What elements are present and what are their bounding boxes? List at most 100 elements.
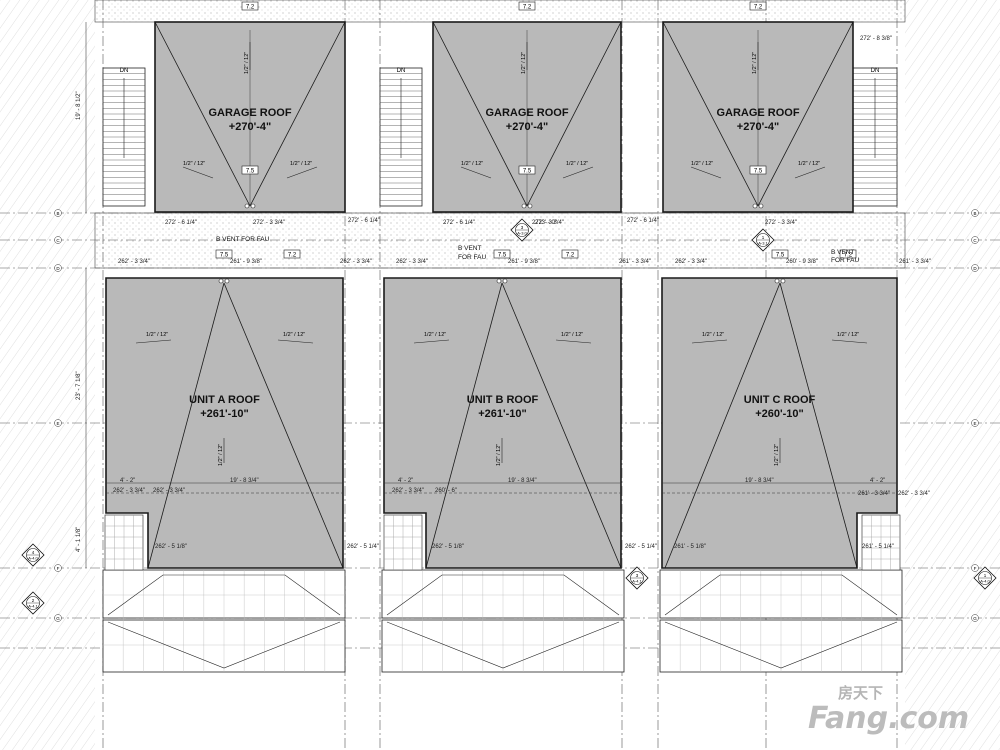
garage-roof-elevation: +270'-4": [737, 121, 779, 133]
unit-b-spot-bottom-right: 262' - 5 1/4": [625, 544, 657, 550]
unit-a-span: 19' - 8 3/4": [230, 478, 259, 484]
watermark-cn: 房天下: [838, 684, 883, 702]
unit-a-spot-top-left: 262' - 3 3/4": [118, 259, 150, 265]
garage-spot-low-3: 272' - 3 3/4": [765, 220, 797, 226]
unit-c-spot-bottom: 261' - 5 1/8": [674, 544, 706, 550]
tag-box: [241, 165, 259, 175]
stair-2: DN: [379, 67, 423, 207]
unit-roof-elevation: +261'-10": [200, 408, 249, 420]
section-number: 4: [32, 550, 35, 555]
unit-roof-name: UNIT C ROOF: [744, 394, 816, 406]
unit-b-spot-top-right: 261' - 3 3/4": [619, 259, 651, 265]
slope-label: 1/2" / 12": [702, 332, 724, 338]
tag-box: [518, 1, 536, 11]
section-sheet: A-4.0: [28, 556, 38, 561]
unit-ridge-right: [223, 282, 344, 569]
tag-7-2: 7.2: [754, 5, 763, 11]
deck-slope-lines: [664, 621, 898, 669]
garage-roof-elevation: +270'-4": [229, 121, 271, 133]
grid-bubble: [971, 209, 979, 217]
section-sheet: A-4.0: [980, 579, 990, 584]
vent-note-a: B VENT FOR FAU: [216, 236, 270, 243]
unit-c-span: 19' - 8 3/4": [745, 478, 774, 484]
garage-roof-1: GARAGE ROOF+270'-4"7.27.51/2" / 12"1/2" …: [154, 1, 346, 213]
section-mark-2: 1A-3.1: [751, 228, 775, 252]
deck-areas: [102, 514, 903, 673]
deck-slope-lines: [107, 574, 341, 616]
unit-c-spot-top-mid: 260' - 9 3/8": [786, 259, 818, 265]
slope-arrow: [831, 339, 868, 344]
drain-icon: [774, 278, 780, 284]
grid-bubble-label: F: [974, 566, 977, 571]
garage-roof-name: GARAGE ROOF: [208, 107, 291, 119]
slope-label: 1/2" / 12": [691, 161, 713, 167]
tag-box: [493, 249, 511, 259]
grid-bubble: [971, 264, 979, 272]
section-mark-4: 2A-4.1: [21, 591, 45, 615]
unit-c-spot-lower-right: 262' - 3 3/4": [898, 491, 930, 497]
tag-box: [749, 165, 767, 175]
unit-b-spot-lower-left: 262' - 3 3/4": [392, 488, 424, 494]
unit-a-spot-lower-left: 262' - 3 3/4": [113, 488, 145, 494]
grid-bubble: [971, 614, 979, 622]
section-sheet: A-3.1: [758, 241, 768, 246]
grid-bubble: [971, 236, 979, 244]
tag-box: [561, 249, 579, 259]
slope-arrow: [286, 166, 318, 179]
tag-7-5: 7.5: [246, 169, 255, 175]
deck-slope-lines: [386, 574, 620, 616]
garage-spot-corner-1: 272' - 6 1/4": [165, 220, 197, 226]
slope-label: 1/2" / 12": [424, 332, 446, 338]
unit-b-spot-lower-right: 260' - 6": [435, 488, 457, 494]
unit-a-spot-bottom: 262' - 5 1/8": [155, 544, 187, 550]
unit-ridge-right: [779, 282, 858, 569]
section-marks: 3A-3.01A-3.14A-4.02A-4.13A-4.11A-4.0: [21, 218, 997, 615]
unit-roof-elevation: +261'-10": [478, 408, 527, 420]
garage-roof-name: GARAGE ROOF: [716, 107, 799, 119]
tag-box: [518, 165, 536, 175]
tag-7-2: 7.2: [844, 253, 853, 259]
section-mark-1: 3A-3.0: [510, 218, 534, 242]
unit-a-spot-top-mid: 261' - 9 3/8": [230, 259, 262, 265]
slope-label: 1/2" / 12": [218, 444, 224, 466]
garage-ridge-right: [526, 21, 622, 207]
slope-label: 1/2" / 12": [561, 332, 583, 338]
unit-roof-name: UNIT A ROOF: [189, 394, 260, 406]
unit-a-spot-bottom-right: 262' - 5 1/4": [347, 544, 379, 550]
garage-spot-corner-2: 272' - 6 1/4": [348, 218, 380, 224]
spot-mid: 273' - 0": [535, 220, 557, 226]
garage-spot-low-2: 272' - 3 3/4": [532, 220, 564, 226]
garage-roof-3: GARAGE ROOF+270'-4"7.27.51/2" / 12"1/2" …: [662, 1, 854, 213]
unit-c-spot-top-right: 261' - 3 3/4": [899, 259, 931, 265]
drain-icon: [502, 278, 508, 284]
grid-bubble: [971, 419, 979, 427]
tag-7-2: 7.2: [523, 5, 532, 11]
slope-label: 1/2" / 12": [496, 444, 502, 466]
garage-roof-elevation: +270'-4": [506, 121, 548, 133]
grid-bubble-label: E: [973, 421, 976, 426]
grid-bubble: [54, 419, 62, 427]
unit-roof-name: UNIT B ROOF: [467, 394, 539, 406]
drain-icon: [780, 278, 786, 284]
grid-bubble-label: G: [973, 616, 977, 621]
tag-7-2: 7.2: [288, 253, 297, 259]
section-number: 1: [762, 235, 765, 240]
stair-dn-label: DN: [397, 68, 406, 74]
dim-left-upper: 19' - 8 1/2": [76, 91, 82, 120]
slope-arrow: [555, 339, 592, 344]
slope-label: 1/2" / 12": [774, 444, 780, 466]
garage-roof-name: GARAGE ROOF: [485, 107, 568, 119]
grid-bubble-label: D: [56, 266, 60, 271]
grid-bubble: [54, 236, 62, 244]
grid-bubble: [54, 209, 62, 217]
garage-spot-corner-5: 272' - 8 3/8": [860, 36, 892, 42]
section-number: 2: [32, 598, 35, 603]
unit-b-spot-top-mid: 261' - 9 3/8": [508, 259, 540, 265]
grid-bubble-label: B: [973, 211, 976, 216]
slope-arrow: [691, 339, 728, 344]
left-dimensions: 19' - 8 1/2" 23' - 7 1/8" 4' - 1 1/8": [76, 22, 87, 568]
